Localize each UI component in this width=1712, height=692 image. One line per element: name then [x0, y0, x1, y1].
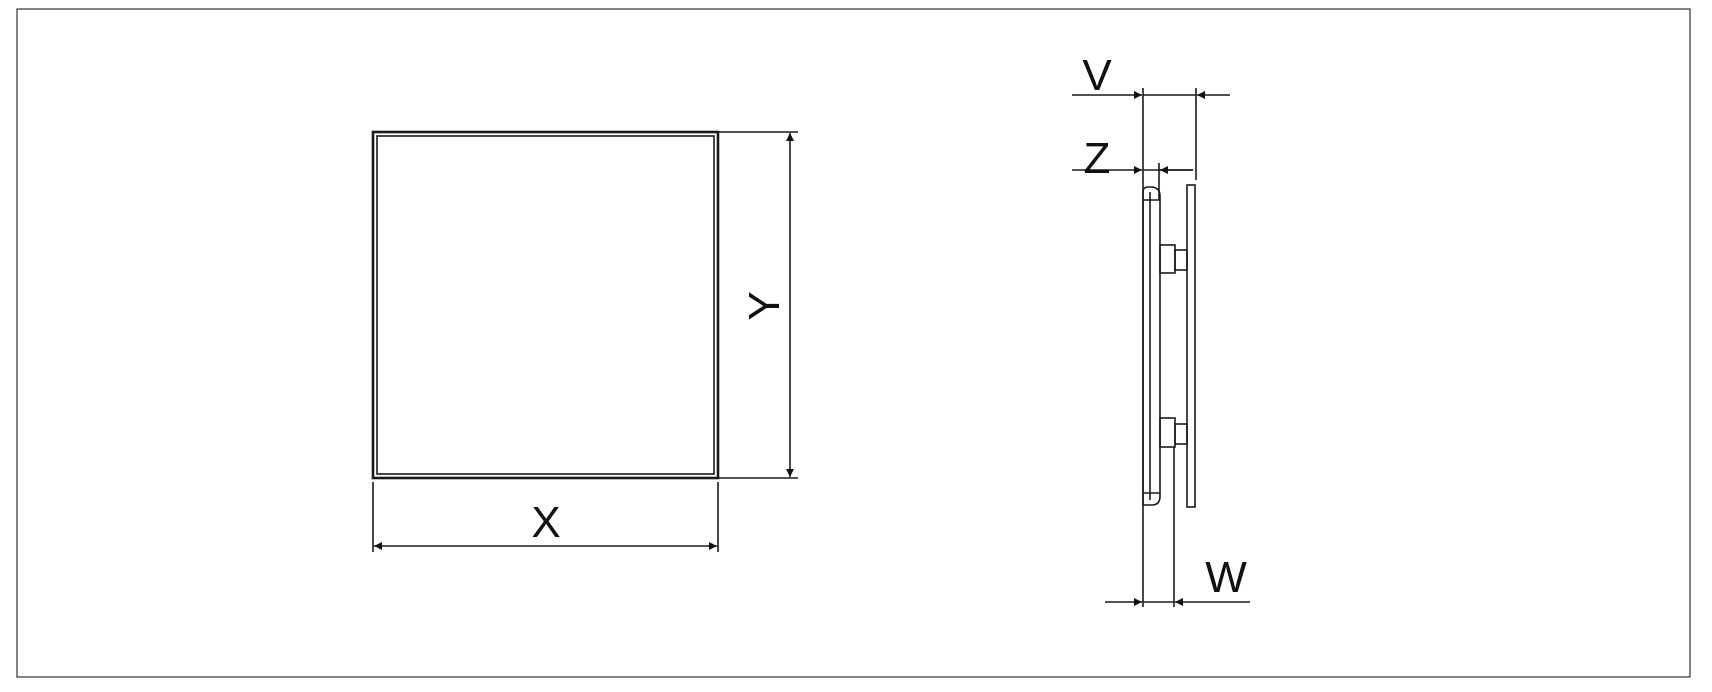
- side-view: V Z W: [1072, 51, 1250, 607]
- v-dimension-label: V: [1082, 51, 1112, 100]
- panel-inner-edge: [376, 135, 715, 475]
- back-plate: [1186, 184, 1196, 508]
- front-view: Y X: [371, 130, 798, 552]
- z-dimension-label: Z: [1084, 134, 1111, 183]
- y-dimension-label: Y: [740, 291, 789, 320]
- panel-outline: [371, 130, 720, 480]
- w-dimension-label: W: [1205, 553, 1247, 602]
- front-plate: [1142, 186, 1161, 506]
- spacer-bottom: [1159, 417, 1188, 448]
- x-dimension-label: X: [531, 498, 560, 547]
- spacer-top: [1159, 244, 1188, 274]
- drawing-frame: [16, 8, 1691, 678]
